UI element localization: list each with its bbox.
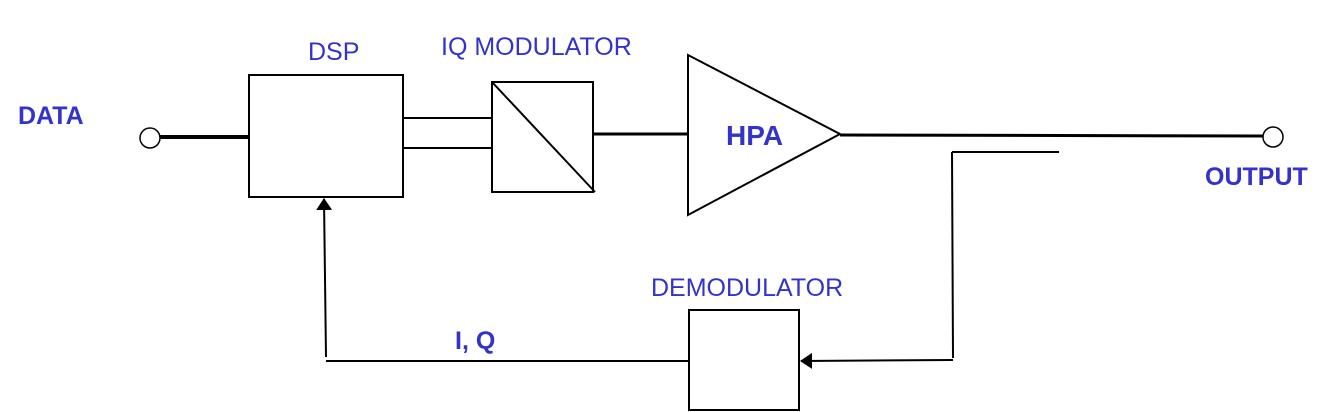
feedback-to-demodulator-arrow bbox=[800, 352, 954, 369]
dsp-label: DSP bbox=[308, 38, 359, 66]
dsp-block bbox=[248, 74, 404, 198]
iq-modulator-label: IQ MODULATOR bbox=[441, 33, 632, 61]
demodulator-block bbox=[688, 309, 800, 411]
iq-modulator-block bbox=[491, 81, 594, 193]
hpa-label: HPA bbox=[726, 120, 783, 151]
data-label: DATA bbox=[18, 102, 84, 130]
output-terminal bbox=[1262, 126, 1284, 148]
dsp-feedback-arrow bbox=[316, 198, 333, 358]
feedback-vertical-line bbox=[951, 151, 954, 359]
hpa-output-line bbox=[839, 133, 1264, 138]
hpa-amplifier-triangle bbox=[687, 53, 843, 217]
data-input-terminal bbox=[139, 127, 161, 149]
demodulator-label: DEMODULATOR bbox=[651, 274, 843, 302]
iq-feedback-label: I, Q bbox=[455, 327, 495, 355]
output-label: OUTPUT bbox=[1205, 163, 1308, 191]
iq-modulator-diagonal bbox=[491, 81, 596, 193]
